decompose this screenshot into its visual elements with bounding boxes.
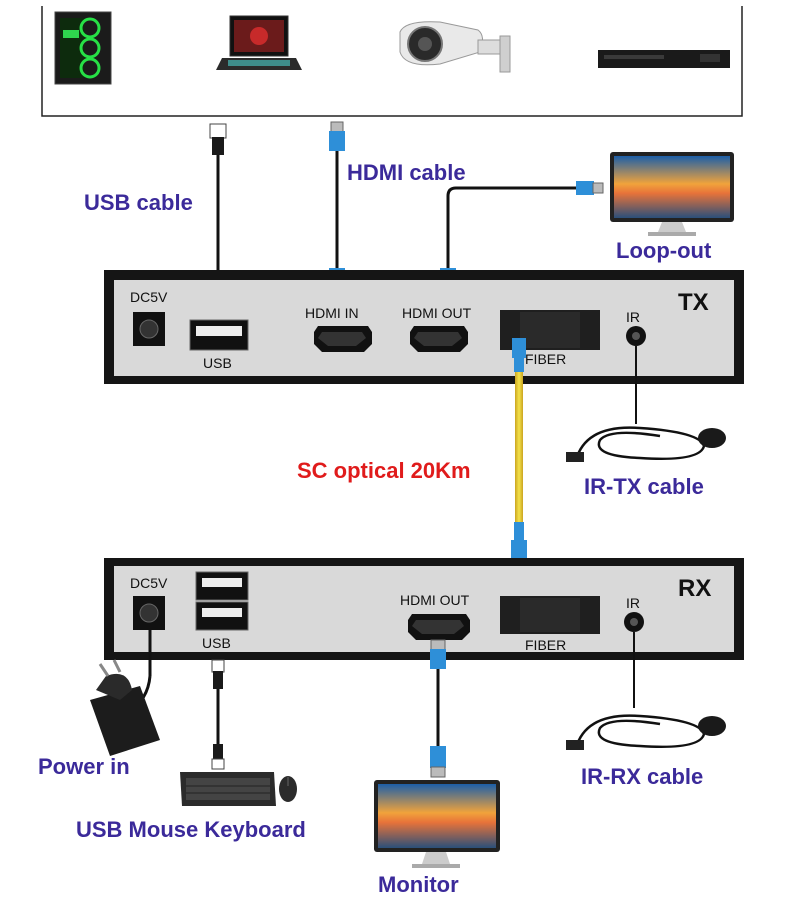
mouse-icon <box>279 776 297 802</box>
ir-rx-cable-icon <box>566 632 726 750</box>
output-monitor-icon <box>374 780 500 868</box>
source-devices-box <box>41 6 743 117</box>
rx-unit: RX DC5V USB HDMI OUT FIBER IR <box>104 558 744 660</box>
rx-unit-name: RX <box>678 575 711 602</box>
usb-keyboard-cable-line <box>211 659 225 770</box>
sc-optical-label: SC optical 20Km <box>297 458 471 483</box>
tx-hdmi-out-label: HDMI OUT <box>402 305 472 321</box>
tx-usb-label: USB <box>203 355 232 371</box>
keyboard-icon <box>180 772 276 806</box>
tx-fiber-label: FIBER <box>525 351 566 367</box>
rx-hdmi-out-label: HDMI OUT <box>400 592 470 608</box>
hdmi-out-cable-line <box>430 639 446 778</box>
tx-dc-label: DC5V <box>130 289 168 305</box>
usb-cable-label: USB cable <box>84 190 193 215</box>
tx-unit-name: TX <box>678 289 709 316</box>
tx-ir-label: IR <box>626 309 640 325</box>
ir-tx-cable-icon <box>566 346 726 462</box>
security-camera-icon <box>399 21 511 73</box>
gaming-pc-icon <box>54 11 112 85</box>
ir-rx-cable-label: IR-RX cable <box>581 764 704 789</box>
monitor-icon <box>610 152 734 236</box>
tx-hdmi-in-label: HDMI IN <box>305 305 359 321</box>
monitor-label: Monitor <box>378 872 459 897</box>
ir-tx-cable-label: IR-TX cable <box>584 474 704 499</box>
tx-unit: TX DC5V USB HDMI IN HDMI OUT FIBER IR <box>104 270 744 384</box>
power-in-label: Power in <box>38 754 130 779</box>
laptop-icon <box>216 15 302 70</box>
media-player-icon <box>598 50 730 68</box>
loop-out-label: Loop-out <box>616 238 712 263</box>
rx-ir-label: IR <box>626 595 640 611</box>
usb-mouse-keyboard-label: USB Mouse Keyboard <box>76 817 306 842</box>
rx-usb-label: USB <box>202 635 231 651</box>
rx-fiber-label: FIBER <box>525 637 566 653</box>
rx-dc-label: DC5V <box>130 575 168 591</box>
power-adapter-icon <box>90 630 160 756</box>
hdmi-cable-label: HDMI cable <box>347 160 466 185</box>
